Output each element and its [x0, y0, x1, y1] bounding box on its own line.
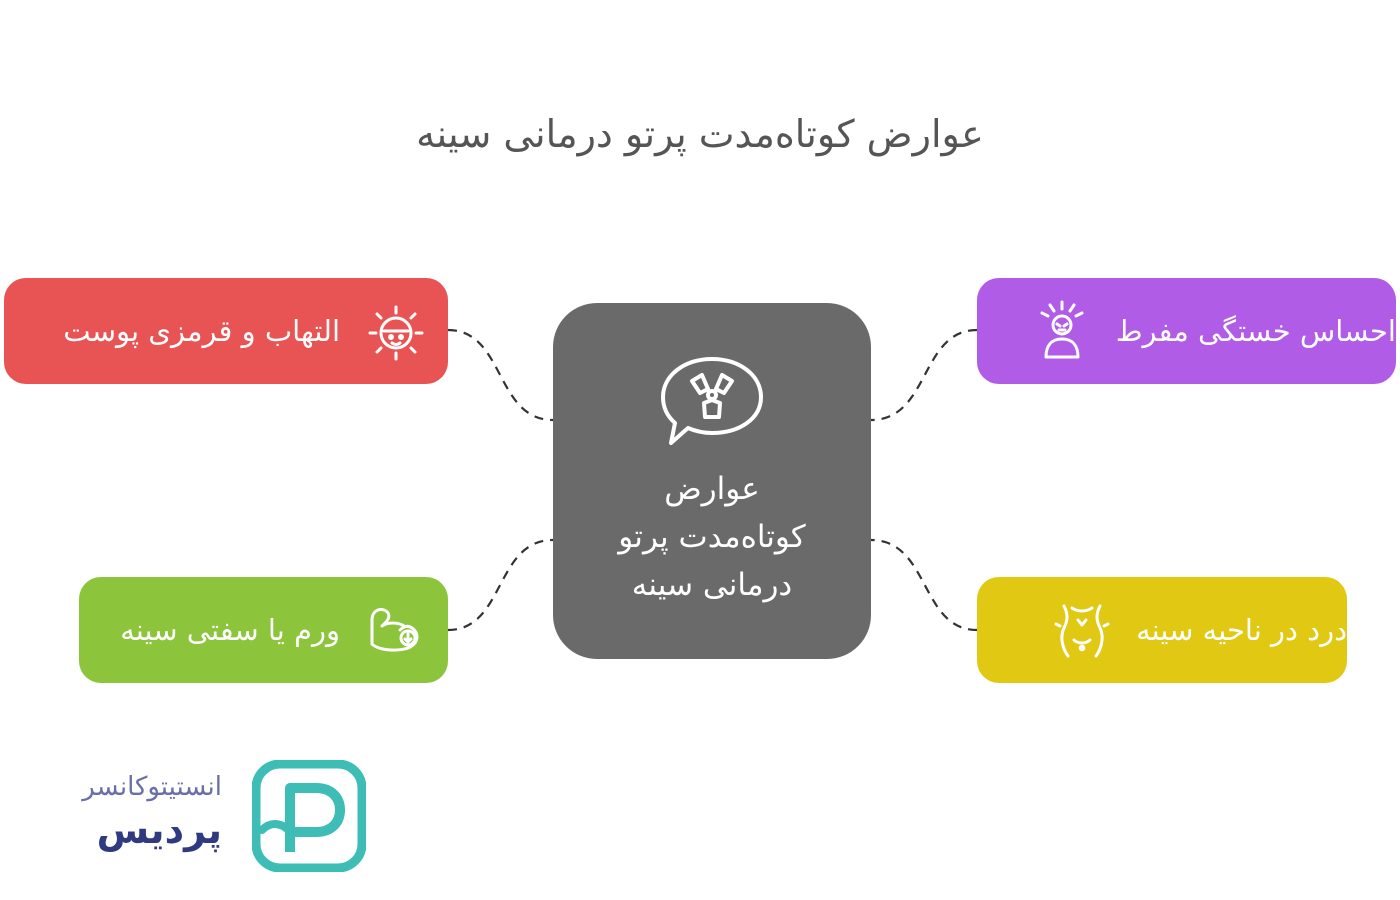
- node-extreme-fatigue: احساس خستگی مفرط: [977, 278, 1396, 384]
- connector-pain: [870, 538, 978, 632]
- torso-pain-icon: [1054, 604, 1110, 658]
- exhausted-person-icon: [1040, 300, 1084, 359]
- node-breast-swelling: ورم یا سفتی سینه: [79, 577, 448, 683]
- node-extreme-fatigue-label: احساس خستگی مفرط: [1115, 314, 1396, 348]
- logo-name: پردیس: [96, 808, 222, 852]
- node-skin-inflammation: التهاب و قرمزی پوست: [4, 278, 448, 384]
- node-chest-pain: درد در ناحیه سینه: [977, 577, 1347, 683]
- brand-logo: انستیتوکانسر پردیس: [40, 760, 370, 872]
- arm-swelling-icon: [370, 608, 419, 652]
- node-skin-inflammation-label: التهاب و قرمزی پوست: [63, 314, 340, 348]
- logo-subtitle: انستیتوکانسر: [82, 772, 222, 802]
- connector-fatigue: [870, 328, 978, 422]
- central-topic-node: عوارض کوتاه‌مدت پرتو درمانی سینه: [553, 303, 871, 659]
- central-topic-line-1: عوارض: [664, 471, 760, 507]
- page-title: عوارض کوتاه‌مدت پرتو درمانی سینه: [416, 112, 984, 156]
- node-chest-pain-label: درد در ناحیه سینه: [1136, 613, 1347, 647]
- connector-swelling: [447, 538, 554, 632]
- connector-inflammation: [447, 328, 554, 422]
- central-topic-line-2: کوتاه‌مدت پرتو: [618, 519, 806, 555]
- pardis-p-logo-icon: [252, 760, 366, 872]
- central-topic-line-3: درمانی سینه: [631, 567, 793, 603]
- sun-face-icon: [368, 305, 424, 361]
- radiation-speech-bubble-icon: [661, 357, 763, 445]
- node-breast-swelling-label: ورم یا سفتی سینه: [120, 613, 340, 647]
- central-topic-label: عوارض کوتاه‌مدت پرتو درمانی سینه: [573, 465, 851, 609]
